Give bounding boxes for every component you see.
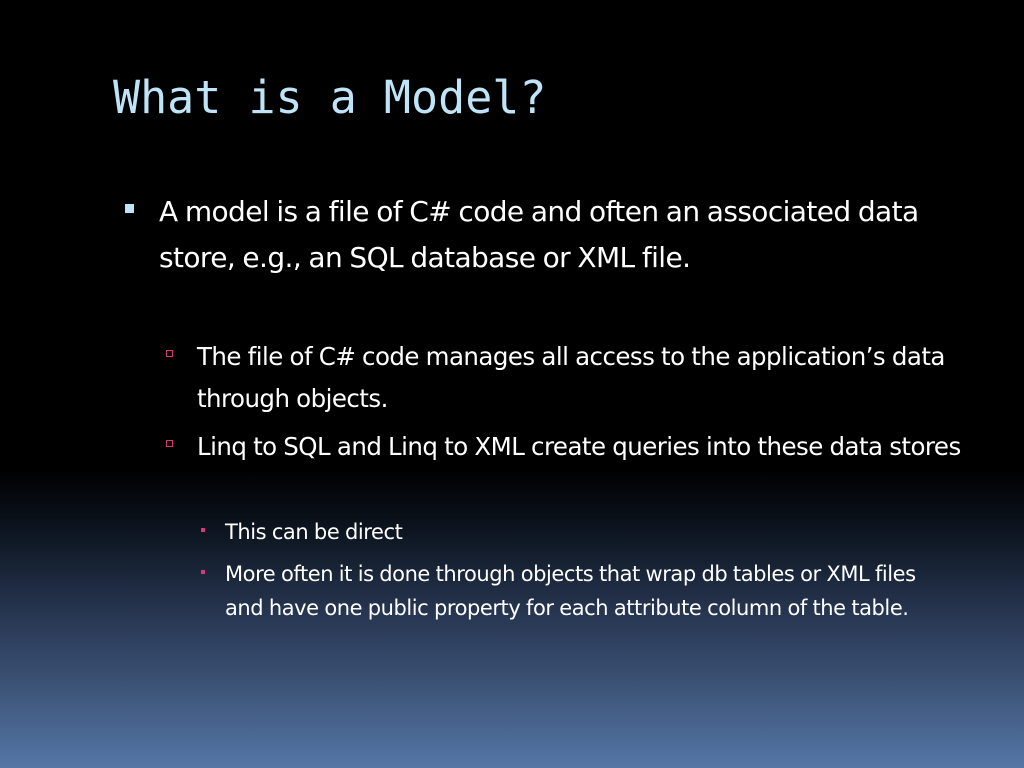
bullet-level3-direct: This can be direct: [225, 520, 403, 544]
bullet-level3-wrap-objects: More often it is done through objects th…: [225, 562, 916, 620]
bullet-level2-linq-queries: Linq to SQL and Linq to XML create queri…: [197, 432, 961, 461]
small-square-bullet-icon: [201, 528, 205, 532]
bullet-level1-model-definition: A model is a file of C# code and often a…: [159, 195, 919, 274]
filled-square-bullet-icon: [125, 204, 134, 213]
hollow-square-bullet-icon: [166, 440, 173, 447]
hollow-square-bullet-icon: [166, 350, 173, 357]
small-square-bullet-icon: [201, 570, 205, 574]
slide-title: What is a Model?: [113, 71, 547, 124]
bullet-level2-code-access: The file of C# code manages all access t…: [197, 342, 945, 413]
